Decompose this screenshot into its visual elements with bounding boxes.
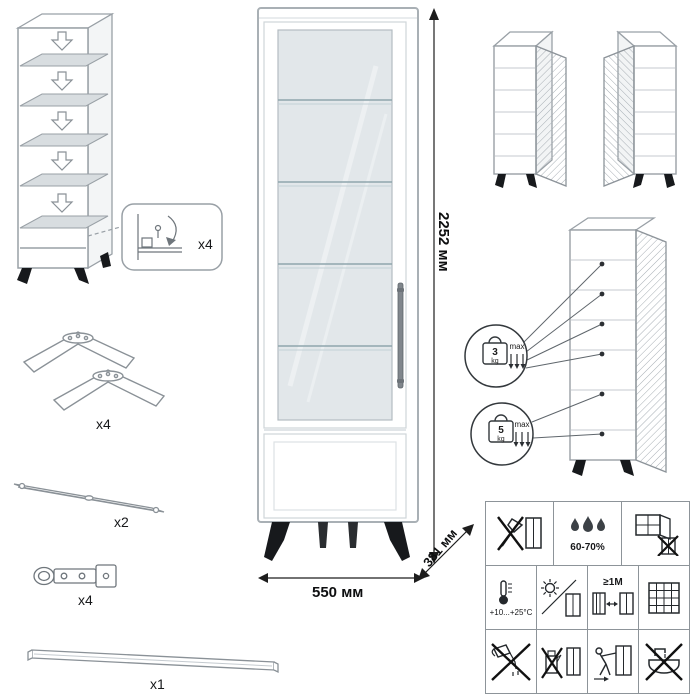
humidity-label: 60-70%: [570, 541, 605, 553]
upper-load-badge: 3 kg max: [464, 324, 528, 388]
care-cell-humidity: 60-70%: [553, 501, 622, 566]
depth-dimension-arrow: [418, 524, 474, 580]
door-reversible-diagram: [492, 30, 678, 188]
handle-part-drawing: [27, 649, 279, 674]
care-cell-no-sharp-tools: [485, 501, 554, 566]
humidity-icon: [570, 515, 605, 532]
thermometer-icon: [499, 579, 512, 604]
upper-load-unit: kg: [491, 358, 499, 365]
handle-qty-label: x1: [150, 676, 165, 692]
main-cabinet-front-view: [257, 7, 419, 561]
heat-distance-icon: [592, 591, 634, 615]
rail-part-drawing: [13, 482, 165, 514]
leg-qty-label: x4: [96, 416, 111, 432]
lower-load-value: 5: [498, 425, 504, 436]
height-dimension-arrow: [429, 8, 439, 564]
lower-load-badge: 5 kg max: [470, 402, 534, 466]
care-cell-no-pouring: [485, 629, 537, 694]
care-cell-no-wet-cleaning: [536, 629, 588, 694]
care-cell-temperature: +10...+25°C: [485, 565, 537, 630]
care-cell-no-window-draft: [621, 501, 690, 566]
distance-label: ≥1M: [603, 576, 623, 588]
care-cell-sun-protection: [536, 565, 588, 630]
rail-qty-label: x2: [114, 514, 129, 530]
no-washing-icon: [645, 642, 683, 681]
door-left-variant: [603, 30, 678, 188]
hinge-part-drawing: [33, 564, 117, 588]
door-right-variant: [492, 30, 567, 188]
temperature-label: +10...+25°C: [489, 607, 533, 617]
leg-part-drawing: [22, 331, 166, 411]
care-cell-no-washing: [638, 629, 690, 694]
lower-load-unit: kg: [497, 436, 505, 443]
hinge-qty-label: x4: [78, 592, 93, 608]
no-dragging-icon: [594, 644, 632, 681]
no-window-draft-icon: [634, 513, 679, 556]
exploded-shelf-diagram: [15, 12, 223, 284]
no-pouring-icon: [491, 642, 531, 681]
cabinet-legs: [264, 522, 410, 561]
no-wet-cleaning-icon: [541, 646, 581, 679]
door-handle: [397, 282, 404, 389]
fastener-qty-label: x4: [198, 236, 213, 252]
sun-protection-icon: [541, 578, 581, 617]
care-cell-no-dragging: [587, 629, 639, 694]
ventilation-grid-icon: [648, 581, 680, 614]
upper-load-max: max: [509, 342, 524, 351]
lower-load-max: max: [514, 420, 529, 429]
care-cell-heat-distance: ≥1M: [587, 565, 639, 630]
care-pictogram-grid: 60-70% +10...+25°C: [485, 501, 690, 694]
no-sharp-tools-icon: [496, 515, 542, 551]
care-cell-ventilation: [638, 565, 690, 630]
width-label: 550 мм: [312, 584, 364, 601]
upper-load-value: 3: [492, 347, 498, 358]
shelf-load-diagram: 3 kg max 5 kg max: [464, 217, 667, 476]
